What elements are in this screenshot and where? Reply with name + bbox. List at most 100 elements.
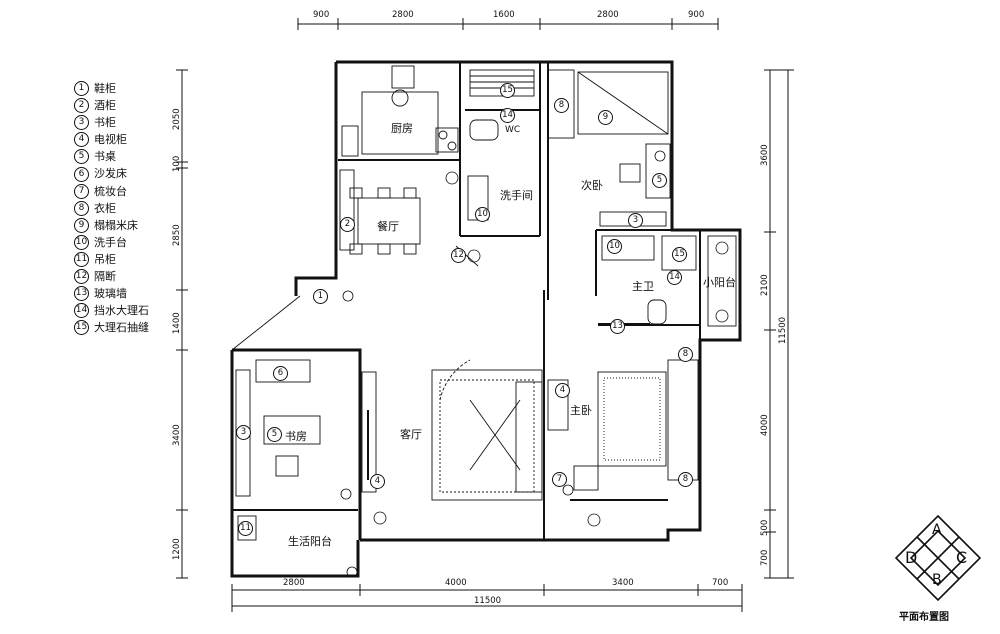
dim-left-1: 2050 — [172, 108, 182, 130]
mbath-basin — [601, 235, 655, 261]
dim-bottom-1: 2800 — [283, 578, 305, 588]
legend-label: 挡水大理石 — [94, 304, 149, 318]
study-chair — [275, 455, 299, 477]
dim-bottom-2: 4000 — [445, 578, 467, 588]
bottom-dim-ticks — [231, 584, 743, 612]
legend-item: 8 衣柜 — [74, 200, 149, 217]
tag-12-partition: 12 — [451, 248, 466, 263]
legend-item: 11 吊柜 — [74, 251, 149, 268]
legend-label: 书桌 — [94, 150, 116, 164]
logo-letter-d: D — [905, 548, 918, 567]
bed2-chair — [619, 163, 641, 183]
legend-number: 9 — [74, 217, 89, 233]
tag-11-wallcab: 11 — [238, 521, 253, 536]
kitchen-sink — [391, 89, 409, 107]
legend-number: 11 — [74, 251, 89, 267]
dim-top-3: 1600 — [493, 10, 515, 20]
tag-14-wc: 14 — [500, 108, 515, 123]
room-second-bedroom: 次卧 — [581, 179, 603, 192]
legend-label: 电视柜 — [94, 133, 127, 147]
small-balcony-area — [707, 235, 737, 327]
legend-label: 沙发床 — [94, 167, 127, 181]
dim-right-total: 11500 — [778, 316, 788, 344]
master-wardrobe — [667, 359, 699, 481]
bed2-desk — [645, 143, 671, 199]
dim-bottom-3: 3400 — [612, 578, 634, 588]
tag-15-wc: 15 — [500, 83, 515, 98]
tag-1-shoe: 1 — [313, 289, 328, 304]
legend-label: 书柜 — [94, 116, 116, 130]
room-living: 客厅 — [400, 428, 422, 441]
tag-5-desk: 5 — [652, 173, 667, 188]
legend-number: 10 — [74, 234, 89, 250]
room-master-bedroom: 主卧 — [570, 404, 592, 417]
tag-2-wine: 2 — [340, 217, 355, 232]
legend-item: 14 挡水大理石 — [74, 302, 149, 319]
tag-8-master-b: 8 — [678, 472, 693, 487]
left-dim-ticks — [176, 69, 188, 579]
dressing-table — [573, 465, 599, 491]
plants — [340, 150, 729, 578]
sofa — [515, 381, 543, 493]
kitchen-stove — [435, 127, 459, 153]
top-dim-ticks — [297, 18, 719, 30]
exterior-walls — [230, 60, 742, 578]
room-study: 书房 — [285, 430, 307, 443]
legend-item: 7 梳妆台 — [74, 183, 149, 200]
legend-label: 玻璃墙 — [94, 287, 127, 301]
legend-number: 8 — [74, 200, 89, 216]
kitchen-counter — [341, 125, 359, 157]
right-dim-ticks — [764, 69, 794, 579]
legend-number: 12 — [74, 269, 89, 285]
logo-letter-c: C — [956, 548, 968, 567]
dim-bottom-total: 11500 — [474, 596, 502, 606]
legend-label: 衣柜 — [94, 201, 116, 215]
logo-letter-a: A — [932, 522, 942, 538]
master-bed — [597, 371, 667, 467]
legend-label: 榻榻米床 — [94, 218, 138, 232]
legend-number: 14 — [74, 303, 89, 319]
legend-label: 吊柜 — [94, 252, 116, 266]
legend-number: 1 — [74, 81, 89, 97]
tag-8-master-a: 8 — [678, 347, 693, 362]
dim-right-3: 4000 — [760, 414, 770, 436]
dim-right-5: 700 — [760, 549, 770, 566]
wc-toilet — [469, 119, 499, 141]
tag-6-sofabed: 6 — [273, 366, 288, 381]
master-tv-cabinet — [547, 379, 569, 431]
tag-10-mbath: 10 — [607, 239, 622, 254]
legend-number: 6 — [74, 166, 89, 182]
tag-15-mbath: 15 — [672, 247, 687, 262]
legend-number: 7 — [74, 183, 89, 199]
legend-item: 6 沙发床 — [74, 165, 149, 182]
tag-7-dresser: 7 — [552, 472, 567, 487]
tag-10-wash: 10 — [475, 207, 490, 222]
legend-item: 13 玻璃墙 — [74, 285, 149, 302]
dim-left-6: 1200 — [172, 538, 182, 560]
dim-right-4: 500 — [760, 519, 770, 536]
room-wc: WC — [505, 125, 521, 135]
legend-label: 大理石抽缝 — [94, 321, 149, 335]
legend-number: 13 — [74, 286, 89, 302]
mbath-toilet — [647, 299, 667, 325]
legend-number: 2 — [74, 98, 89, 114]
tag-9-tatami: 9 — [598, 110, 613, 125]
kitchen-cabinet — [391, 65, 415, 89]
legend-label: 梳妆台 — [94, 184, 127, 198]
sofa-bed — [255, 359, 311, 383]
dim-top-2: 2800 — [392, 10, 414, 20]
tatami-bed — [577, 71, 669, 135]
dim-right-2: 2100 — [760, 274, 770, 296]
room-master-bath: 主卫 — [632, 280, 654, 293]
dim-left-4: 1400 — [172, 312, 182, 334]
room-life-balcony: 生活阳台 — [288, 535, 332, 548]
tag-4-master: 4 — [555, 383, 570, 398]
legend-number: 3 — [74, 115, 89, 131]
